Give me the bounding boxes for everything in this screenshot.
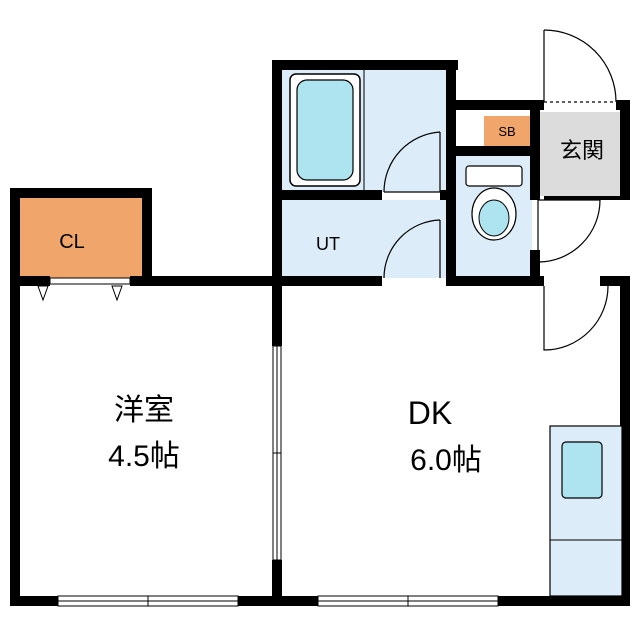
kitchen-sink [561,441,603,499]
walls [10,60,630,606]
western-room-name: 洋室 [114,394,174,427]
doors [383,29,617,351]
dk-size: 6.0帖 [410,444,482,477]
western-room-floor [18,286,272,600]
bathtub [289,73,361,187]
shoe-box-area [484,116,530,146]
closet-label: CL [59,231,85,253]
closet-doors [37,277,131,302]
western-room-size: 4.5帖 [108,440,180,473]
dk-name: DK [408,395,452,431]
sliding-door [272,345,282,561]
toilet [465,165,523,241]
closet-area [18,198,144,278]
entrance-area [540,112,622,196]
utility-area [282,200,446,278]
utility-label: UT [316,234,340,254]
windows [57,595,499,607]
shoe-box-label: SB [498,124,515,139]
kitchen-counter [549,425,623,597]
entrance-label: 玄関 [560,138,604,163]
